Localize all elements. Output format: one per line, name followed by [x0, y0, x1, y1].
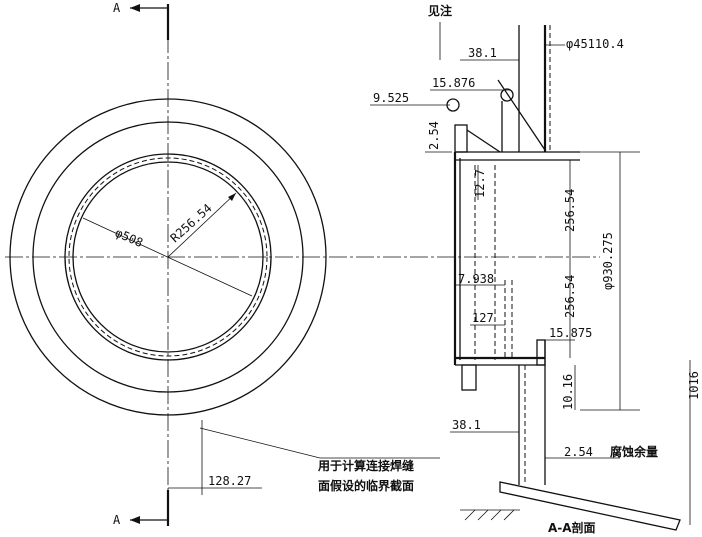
label-phi930: φ930.275 — [601, 232, 615, 290]
label-38-bot: 38.1 — [452, 418, 481, 432]
label-7938: 7.938 — [458, 272, 494, 286]
label-127a: 12.7 — [473, 169, 487, 198]
label-128: 128.27 — [208, 474, 251, 488]
label-r256: R256.54 — [168, 201, 215, 245]
note-leader — [199, 427, 440, 459]
section-view — [370, 22, 691, 531]
note-ref: 见注 — [428, 3, 452, 18]
label-15876: 15.876 — [432, 76, 475, 90]
label-phi45110: φ45110.4 — [566, 37, 624, 51]
label-1016b: 1016 — [687, 371, 701, 400]
note-line1: 用于计算连接焊缝 — [317, 458, 414, 473]
label-9525: 9.525 — [373, 91, 409, 105]
label-25654a: 256.54 — [563, 189, 577, 232]
label-127b: 127 — [472, 311, 494, 325]
note-line2: 面假设的临界截面 — [318, 478, 414, 493]
section-mark-bottom: A — [113, 513, 121, 527]
label-phi508: φ508 — [113, 226, 145, 251]
diameter-leader — [82, 217, 253, 297]
label-15875: 15.875 — [549, 326, 592, 340]
label-38-top: 38.1 — [468, 46, 497, 60]
section-title: A-A剖面 — [548, 520, 596, 535]
radius-arrowhead — [228, 193, 236, 201]
plan-view — [5, 8, 600, 525]
labels: A A φ508 R256.54 128.27 见注 38.1 φ45110.4… — [113, 1, 701, 535]
label-1016a: 10.16 — [561, 374, 575, 410]
section-mark-top: A — [113, 1, 121, 15]
label-254a: 2.54 — [427, 121, 441, 150]
base-plate — [499, 481, 681, 531]
label-254b: 2.54 — [564, 445, 593, 459]
label-25654b: 256.54 — [563, 275, 577, 318]
radius-leader — [167, 192, 237, 258]
label-corrosion: 腐蚀余量 — [610, 444, 658, 459]
section-marks — [130, 4, 170, 526]
